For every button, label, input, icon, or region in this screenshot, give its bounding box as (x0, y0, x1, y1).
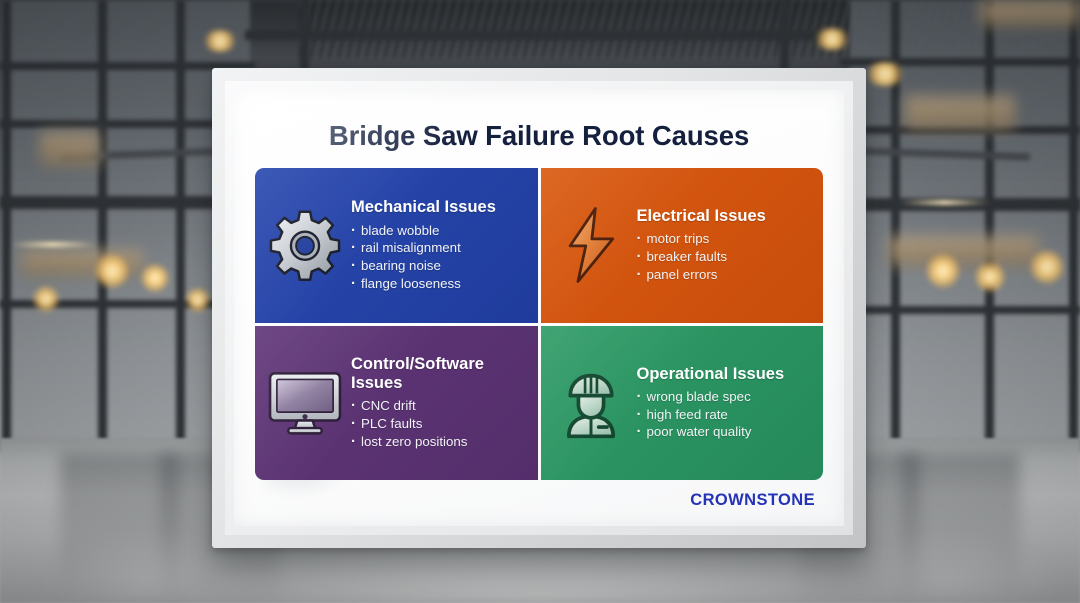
bullet-list-electrical: motor trips breaker faults panel errors (637, 229, 814, 285)
worker-hardhat-icon (549, 361, 633, 445)
infographic-board: Bridge Saw Failure Root Causes (234, 90, 844, 526)
list-item: motor trips (637, 229, 814, 249)
lightning-bolt-icon (549, 203, 633, 287)
list-item: lost zero positions (351, 432, 528, 452)
glass-wall-left (0, 0, 250, 453)
steel-beam (0, 120, 255, 128)
warm-panel (888, 236, 1038, 266)
steel-beam (245, 30, 845, 40)
bullet-list-control-software: CNC drift PLC faults lost zero positions (351, 396, 528, 452)
pendant-lamp (975, 262, 1005, 292)
monitor-icon (263, 361, 347, 445)
pendant-lamp (141, 264, 169, 292)
gear-icon (263, 203, 347, 287)
warm-panel (905, 96, 1015, 130)
pendant-lamp (186, 288, 210, 312)
steel-mullion (2, 0, 11, 453)
list-item: flange looseness (351, 274, 528, 294)
list-item: panel errors (637, 265, 814, 285)
steel-mullion (985, 0, 994, 453)
steel-beam (0, 62, 255, 70)
steel-beam (840, 126, 1080, 134)
quadrant-card-control-software[interactable]: Control/Software Issues CNC drift PLC fa… (255, 325, 538, 480)
pendant-lamp (926, 254, 960, 288)
steel-mullion (891, 0, 900, 453)
floor-reflection (60, 453, 180, 603)
bullet-list-mechanical: blade wobble rail misalignment bearing n… (351, 221, 528, 294)
card-title-operational: Operational Issues (636, 364, 785, 383)
logo-row: CROWNSTONE (255, 480, 823, 514)
list-item: bearing noise (351, 256, 528, 276)
steel-beam (0, 196, 255, 209)
list-item: blade wobble (351, 221, 528, 241)
floor-reflection (900, 453, 1020, 603)
strip-light (10, 242, 96, 247)
steel-mullion (176, 0, 185, 453)
ceiling-lamp (814, 28, 850, 50)
bullet-list-operational: wrong blade spec high feed rate poor wat… (637, 387, 814, 442)
strip-light (900, 200, 990, 205)
quadrant-card-mechanical[interactable]: Mechanical Issues blade wobble rail misa… (255, 168, 538, 323)
brand-logo: CROWNSTONE (690, 490, 815, 509)
warm-panel (40, 132, 100, 166)
card-title-mechanical: Mechanical Issues (351, 198, 496, 217)
list-item: wrong blade spec (637, 387, 814, 407)
ceiling-lamp (203, 30, 237, 52)
quadrant-card-electrical[interactable]: Electrical Issues motor trips breaker fa… (540, 168, 823, 323)
ceiling-lamp (865, 62, 905, 86)
picture-frame: Bridge Saw Failure Root Causes (212, 68, 866, 548)
card-body: Control/Software Issues CNC drift PLC fa… (347, 355, 528, 452)
steel-beam (0, 300, 255, 308)
steel-mullion (98, 0, 107, 453)
frame-bevel: Bridge Saw Failure Root Causes (225, 81, 853, 535)
card-title-electrical: Electrical Issues (636, 207, 766, 225)
card-title-control-software: Control/Software Issues (351, 355, 484, 392)
list-item: breaker faults (637, 247, 814, 267)
quadrant-card-operational[interactable]: Operational Issues wrong blade spec high… (540, 325, 823, 480)
card-body: Mechanical Issues blade wobble rail misa… (347, 198, 528, 294)
list-item: CNC drift (351, 396, 528, 416)
list-item: PLC faults (351, 414, 528, 434)
pendant-lamp (1030, 250, 1064, 284)
pendant-lamp (95, 254, 129, 288)
list-item: rail misalignment (351, 238, 528, 258)
steel-beam (840, 58, 1080, 66)
list-item: poor water quality (637, 422, 814, 442)
page-title: Bridge Saw Failure Root Causes (328, 120, 750, 151)
steel-beam (840, 306, 1080, 314)
steel-mullion (1069, 0, 1078, 453)
quadrant-grid: Mechanical Issues blade wobble rail misa… (255, 168, 823, 480)
warm-panel (980, 0, 1080, 26)
card-body: Operational Issues wrong blade spec high… (633, 364, 814, 442)
card-body: Electrical Issues motor trips breaker fa… (633, 207, 814, 285)
list-item: high feed rate (637, 405, 814, 425)
pendant-lamp (33, 286, 59, 312)
